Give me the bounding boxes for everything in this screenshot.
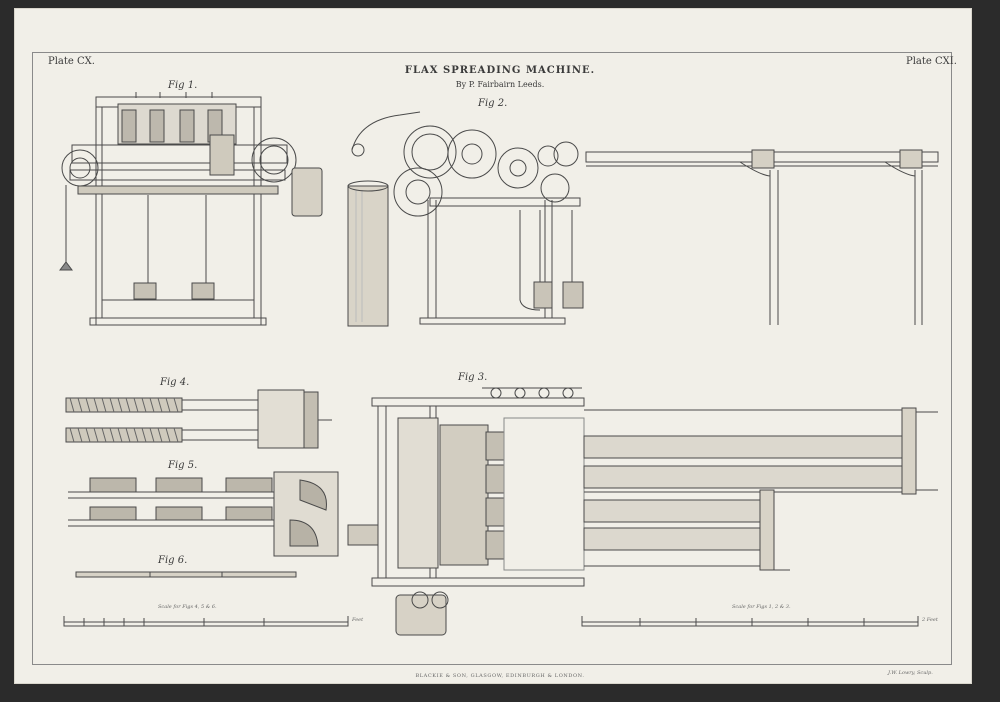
fig3-plan [347, 387, 938, 636]
fig1-label: Fig 1. [168, 80, 198, 91]
plate-subtitle: By P. Fairbairn Leeds. [455, 80, 545, 89]
fig6-strip [75, 571, 297, 578]
fig2-label: Fig 2. [478, 98, 508, 109]
fig1-front-elevation [59, 92, 323, 326]
scale-bar-right [581, 616, 919, 627]
fig5-section [68, 471, 339, 557]
publisher-imprint: BLACKIE & SON, GLASGOW, EDINBURGH & LOND… [415, 673, 585, 679]
plate-border [32, 52, 952, 665]
plate-number-right: Plate CXI. [906, 56, 957, 67]
fig6-label: Fig 6. [158, 555, 188, 566]
scale-bar-left [63, 616, 349, 627]
scale-unit-left: Feet [352, 617, 364, 623]
fig5-label: Fig 5. [168, 460, 198, 471]
plate-title: FLAX SPREADING MACHINE. [404, 65, 596, 76]
fig3-label: Fig 3. [458, 372, 488, 383]
fig4-label: Fig 4. [160, 377, 190, 388]
fig2-side-elevation [347, 111, 939, 327]
scale-label-right: Scale for Figs 1, 2 & 3. [732, 604, 791, 610]
fig4-screws [65, 389, 332, 449]
plate-number-left: Plate CX. [48, 56, 95, 67]
engraver-credit: J.W. Lowry, Sculp. [888, 670, 933, 676]
scale-label-left: Scale for Figs 4, 5 & 6. [158, 604, 217, 610]
scale-unit-right: 2 Feet [922, 617, 938, 623]
